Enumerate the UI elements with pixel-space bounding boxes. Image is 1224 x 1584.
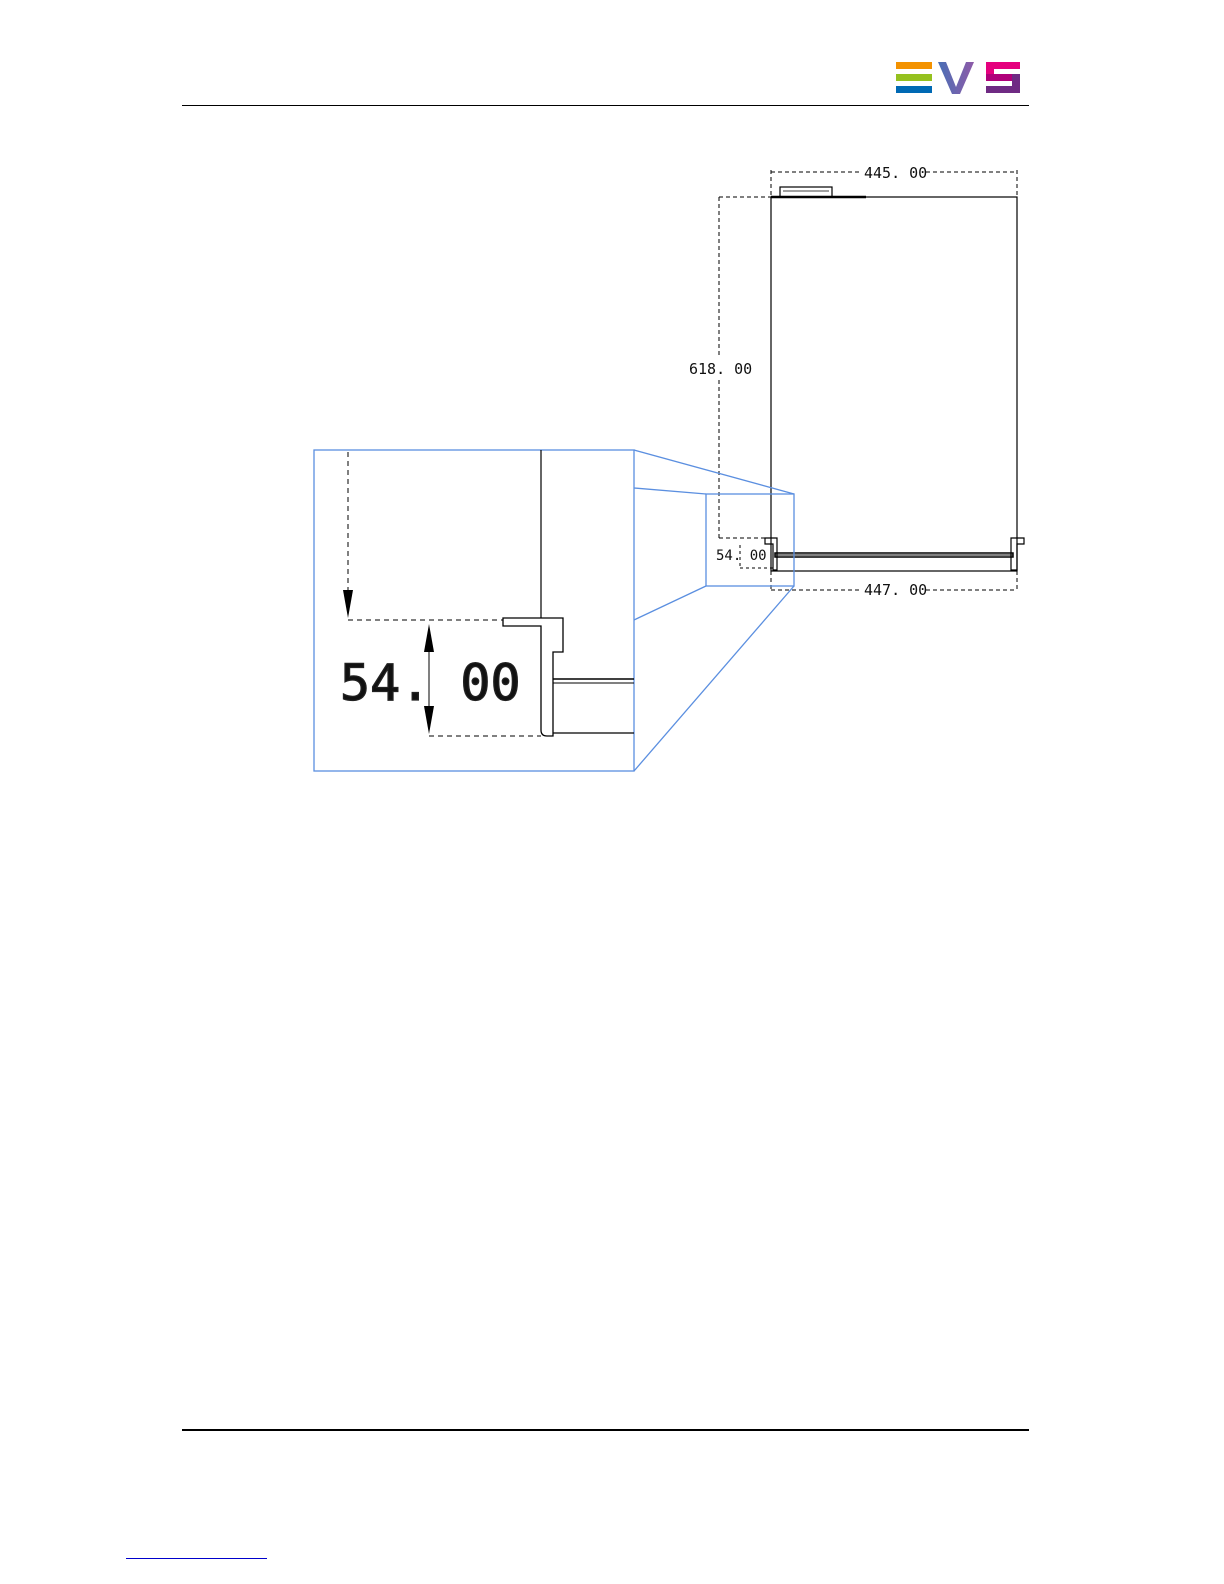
zoom-connector [314,450,794,771]
dimension-bottom-width: 447. 00 [771,571,1017,599]
footer-rule [182,1429,1029,1431]
zoom-detail: 54. 00 [340,450,634,736]
dim-height-label: 618. 00 [689,360,752,378]
dimension-top-width: 445. 00 [771,164,1017,197]
dimension-small-height: 54. 00 [716,545,773,568]
footnote-rule [126,1558,267,1559]
dimension-height: 618. 00 [689,197,771,538]
dim-bottom-width-label: 447. 00 [864,581,927,599]
dim-top-width-label: 445. 00 [864,164,927,182]
dim-small-height-label: 54. 00 [716,548,767,564]
cabinet-outline [765,187,1024,571]
zoom-detail-label: 54. 00 [340,654,521,712]
